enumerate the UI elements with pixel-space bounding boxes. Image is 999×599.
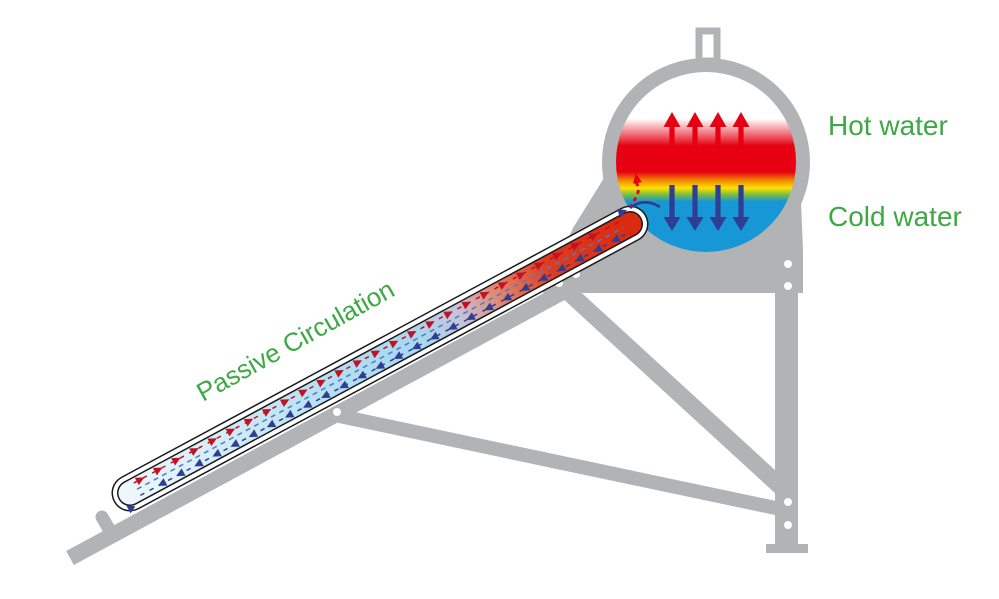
tube-hot-flow-arrow-icon: [479, 291, 489, 300]
tube-hot-flow-arrow-icon: [152, 467, 163, 476]
tube-hot-flow-arrow-icon: [171, 457, 181, 466]
tube-hot-flow-arrow-icon: [443, 311, 453, 320]
tube-hot-flow-arrow-icon: [425, 321, 435, 329]
cold-water-label: Cold water: [828, 201, 962, 232]
outflow-arrow-icon: [629, 200, 661, 210]
tube-cold-flow-arrow-icon: [266, 419, 277, 428]
tube-cold-flow-arrow-icon: [557, 263, 567, 272]
tube-cold-flow-arrow-icon: [538, 273, 549, 281]
collector-rail: [66, 253, 624, 566]
outflow-arrowhead: [617, 209, 627, 219]
tube-cold-flow-arrow-icon: [321, 390, 331, 399]
tube-hot-flow-arrow-icon: [406, 331, 417, 339]
tube-hot-flow-arrow-icon: [533, 262, 544, 271]
collector-tube: [111, 205, 649, 514]
hot-up-arrow-icon: [732, 112, 750, 152]
tube-cold-flow-arrow-icon: [339, 380, 349, 389]
tube-cold-flow-arrow-icon: [194, 458, 204, 467]
tube-hot-flow-arrow-icon: [461, 301, 471, 310]
tube-cold-flow-arrow-icon: [520, 282, 531, 291]
tube-hot-flow-arrow-icon: [352, 360, 362, 368]
tube-hot-flow-arrow-icon: [588, 233, 598, 242]
hot-up-arrow-icon: [663, 112, 681, 152]
vent-pipe-icon: [695, 27, 721, 65]
tube-cold-flow-arrow-icon: [466, 312, 476, 320]
cold-down-arrow-icon: [709, 185, 727, 231]
tube-hot-flow-arrow-icon: [570, 243, 580, 251]
tube-hot-flow-arrow-icon: [279, 399, 290, 408]
circulation-junction-arrows: [617, 173, 661, 219]
tube-cold-flow-arrow-icon: [593, 243, 603, 252]
collector-foot-hook: [95, 510, 120, 543]
tube-hot-flow-arrow-icon: [225, 428, 235, 437]
cold-down-arrow-icon: [732, 185, 750, 231]
tube-cold-flow-arrow-icon: [430, 331, 440, 340]
tube-hot-flow-arrow-icon: [189, 448, 199, 456]
tube-hot-flow-arrow-icon: [243, 418, 254, 427]
tube-hot-flow-arrow-icon: [207, 438, 217, 447]
hot-up-arrow-icon: [686, 112, 704, 152]
tube-cold-flow-arrow-icon: [575, 253, 585, 262]
tube-cold-flow-arrow-icon: [176, 468, 186, 477]
tube-hot-flow-arrow-icon: [388, 340, 399, 349]
tank-ring: [602, 58, 810, 266]
tube-hot-flow-arrow-icon: [134, 477, 145, 486]
tube-hot-flow-arrow-icon: [261, 409, 272, 417]
tube-cold-flow-arrow-icon: [212, 448, 222, 457]
tube-cold-flow-arrow-icon: [375, 361, 386, 369]
tube-uturn-arrow-icon: [126, 505, 136, 514]
tube-cold-flow-arrow-icon: [285, 409, 295, 418]
tube-cold-flow-arrow-icon: [158, 478, 168, 486]
tube-cold-flow-arrow-icon: [502, 292, 513, 301]
flow-dash-line: [136, 227, 624, 490]
tube-cold-flow-arrow-icon: [230, 439, 240, 447]
tube-cold-flow-arrow-icon: [412, 341, 422, 350]
tube-hot-flow-arrow-icon: [370, 350, 381, 359]
flow-dash-line: [140, 233, 627, 497]
tank-post: [775, 228, 798, 545]
tube-cold-flow-arrow-icon: [448, 321, 458, 330]
tube-hot-flow-arrow-icon: [316, 379, 326, 388]
tube-hot-flow-arrow-icon: [497, 282, 508, 290]
tube-hot-flow-arrow-icon: [334, 370, 344, 378]
tube-cold-flow-arrow-icon: [248, 429, 259, 438]
cold-down-arrow-icon: [686, 185, 704, 231]
diagonal-brace: [560, 283, 788, 495]
tube-cold-flow-arrow-icon: [303, 400, 313, 408]
tank-water: [615, 71, 797, 253]
hot-up-arrow-icon: [709, 112, 727, 152]
tube-hot-flow-arrow-icon: [515, 272, 526, 281]
storage-tank: [602, 27, 810, 266]
tube-cold-flow-arrow-icon: [611, 234, 621, 242]
tube-cold-flow-arrow-icon: [484, 302, 494, 311]
tank-hot-arrows: [663, 112, 750, 152]
tube-hot-flow-arrow-icon: [552, 252, 562, 261]
tube-cold-flow-arrow-icon: [357, 370, 367, 379]
inflow-arrowhead: [632, 173, 642, 184]
bottom-rail: [328, 407, 787, 517]
tank-cold-arrows: [663, 185, 750, 231]
tube-cold-flow-arrow-icon: [393, 351, 404, 359]
hot-water-label: Hot water: [828, 110, 948, 141]
tube-flow-arrows: [126, 220, 627, 514]
post-foot: [766, 544, 808, 553]
tube-hot-flow-arrow-icon: [298, 389, 308, 398]
cold-down-arrow-icon: [663, 185, 681, 231]
